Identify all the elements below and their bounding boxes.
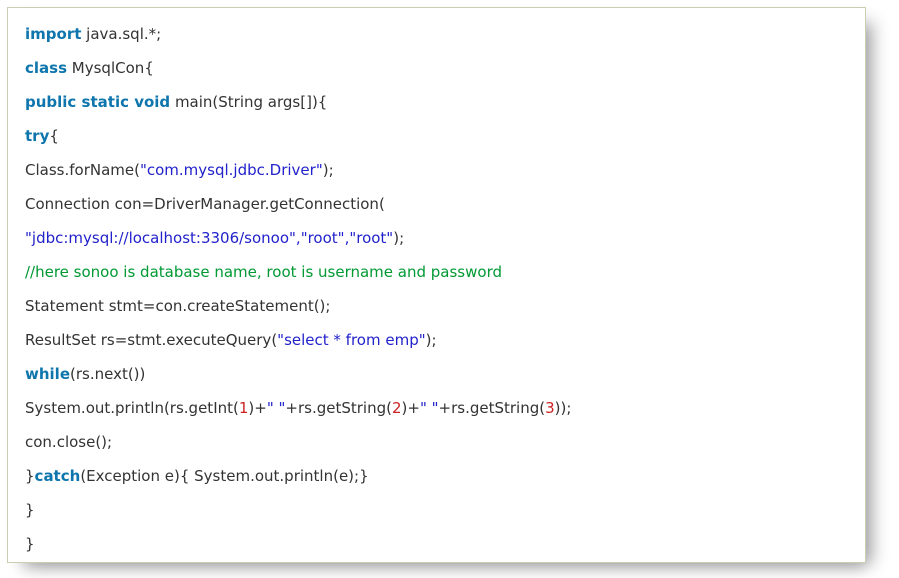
code-token-string: " " [266, 399, 286, 417]
code-token-plain: )+ [248, 399, 267, 417]
code-line: import java.sql.*; [25, 17, 848, 51]
code-line: ResultSet rs=stmt.executeQuery("select *… [25, 323, 848, 357]
code-line: "jdbc:mysql://localhost:3306/sonoo","roo… [25, 221, 848, 255]
code-line: System.out.println(rs.getInt(1)+" "+rs.g… [25, 391, 848, 425]
code-token-plain: +rs.getString( [285, 399, 392, 417]
code-token-plain: main(String args[]){ [170, 93, 328, 111]
code-line: public static void main(String args[]){ [25, 85, 848, 119]
code-token-plain: (Exception e){ System.out.println(e);} [80, 467, 369, 485]
code-line: Connection con=DriverManager.getConnecti… [25, 187, 848, 221]
code-token-string: "select * from emp" [277, 331, 426, 349]
code-token-plain: MysqlCon{ [67, 59, 154, 77]
code-token-number: 2 [391, 399, 402, 417]
code-line: } [25, 527, 848, 561]
code-token-plain: java.sql.*; [81, 25, 162, 43]
code-token-plain: } [25, 467, 35, 485]
code-line: class MysqlCon{ [25, 51, 848, 85]
code-token-keyword: try [25, 127, 50, 145]
code-line: con.close(); [25, 425, 848, 459]
code-token-plain: System.out.println(rs.getInt( [25, 399, 239, 417]
code-token-plain: ResultSet rs=stmt.executeQuery( [25, 331, 278, 349]
code-token-number: 3 [545, 399, 555, 417]
code-token-plain: con.close(); [25, 433, 113, 451]
code-line: Class.forName("com.mysql.jdbc.Driver"); [25, 153, 848, 187]
code-token-plain: ); [425, 331, 437, 349]
java-code-block: import java.sql.*;class MysqlCon{public … [7, 7, 866, 563]
code-line: while(rs.next()) [25, 357, 848, 391]
code-token-number: 1 [238, 399, 249, 417]
code-line: }catch(Exception e){ System.out.println(… [25, 459, 848, 493]
code-token-string: "com.mysql.jdbc.Driver" [139, 161, 323, 179]
code-token-plain: +rs.getString( [438, 399, 546, 417]
code-line: try{ [25, 119, 848, 153]
code-token-plain: )); [554, 399, 572, 417]
code-token-plain: Connection con=DriverManager.getConnecti… [25, 195, 385, 213]
code-token-plain: Statement stmt=con.createStatement(); [25, 297, 331, 315]
code-token-keyword: import [25, 25, 82, 43]
code-token-plain: } [25, 535, 35, 553]
code-token-string: "jdbc:mysql://localhost:3306/sonoo","roo… [25, 229, 394, 247]
code-token-plain: } [25, 501, 35, 519]
code-token-plain: ); [322, 161, 334, 179]
code-token-comment: //here sonoo is database name, root is u… [25, 263, 502, 281]
code-token-keyword: class [25, 59, 68, 77]
code-token-plain: ); [393, 229, 405, 247]
code-token-plain: (rs.next()) [70, 365, 146, 383]
code-token-string: " " [419, 399, 439, 417]
code-line: //here sonoo is database name, root is u… [25, 255, 848, 289]
code-token-keyword: while [25, 365, 70, 383]
code-token-plain: Class.forName( [25, 161, 140, 179]
code-token-keyword: catch [34, 467, 81, 485]
code-token-plain: { [49, 127, 59, 145]
code-line: Statement stmt=con.createStatement(); [25, 289, 848, 323]
code-line: } [25, 493, 848, 527]
code-token-plain: )+ [401, 399, 420, 417]
code-token-keyword: public static void [25, 93, 171, 111]
